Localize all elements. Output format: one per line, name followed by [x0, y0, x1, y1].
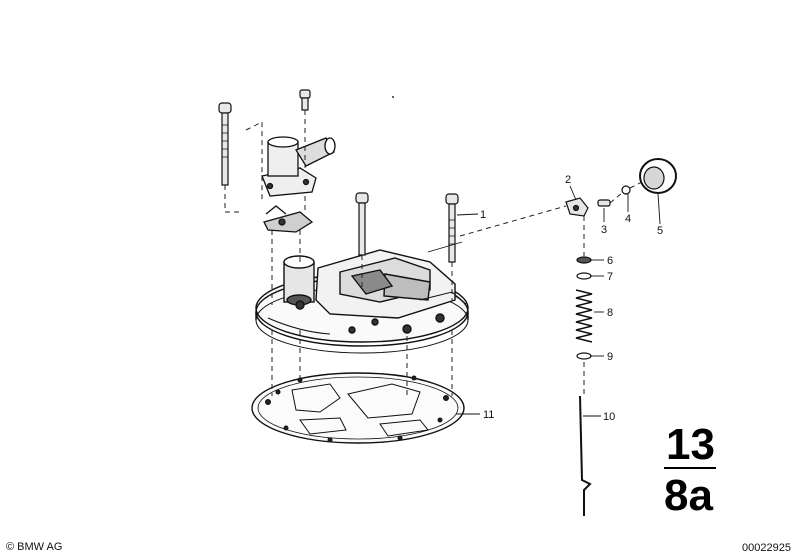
leader-lines: [427, 185, 661, 417]
part-number-5: 5: [657, 225, 663, 237]
copyright-label: © BMW AG: [6, 541, 63, 553]
part-number-9: 9: [607, 351, 613, 363]
part-number-7: 7: [607, 271, 613, 283]
stray-mark: [392, 96, 394, 98]
linkage-parts-illustration: [565, 158, 677, 516]
carburettor-base-illustration: [255, 249, 469, 354]
part-number-10: 10: [603, 411, 615, 423]
part-number-6: 6: [607, 255, 613, 267]
screws-illustration: [218, 89, 459, 263]
part-number-labels: 1 2 3 4 5 6 7 8 9 10 11: [480, 174, 663, 423]
group-number-bottom: 8a: [664, 471, 713, 520]
part-number-2: 2: [565, 174, 571, 186]
group-number-top: 13: [666, 420, 715, 469]
bracket-illustration: [261, 136, 336, 233]
assembly-guide-lines: [224, 110, 643, 396]
part-number-4: 4: [625, 213, 631, 225]
part-number-8: 8: [607, 307, 613, 319]
gasket-illustration: [251, 372, 465, 444]
group-reference: 13 8a: [664, 420, 716, 520]
document-number: 00022925: [742, 542, 791, 554]
part-number-11: 11: [483, 409, 494, 421]
part-number-1: 1: [480, 209, 486, 221]
part-number-3: 3: [601, 224, 607, 236]
